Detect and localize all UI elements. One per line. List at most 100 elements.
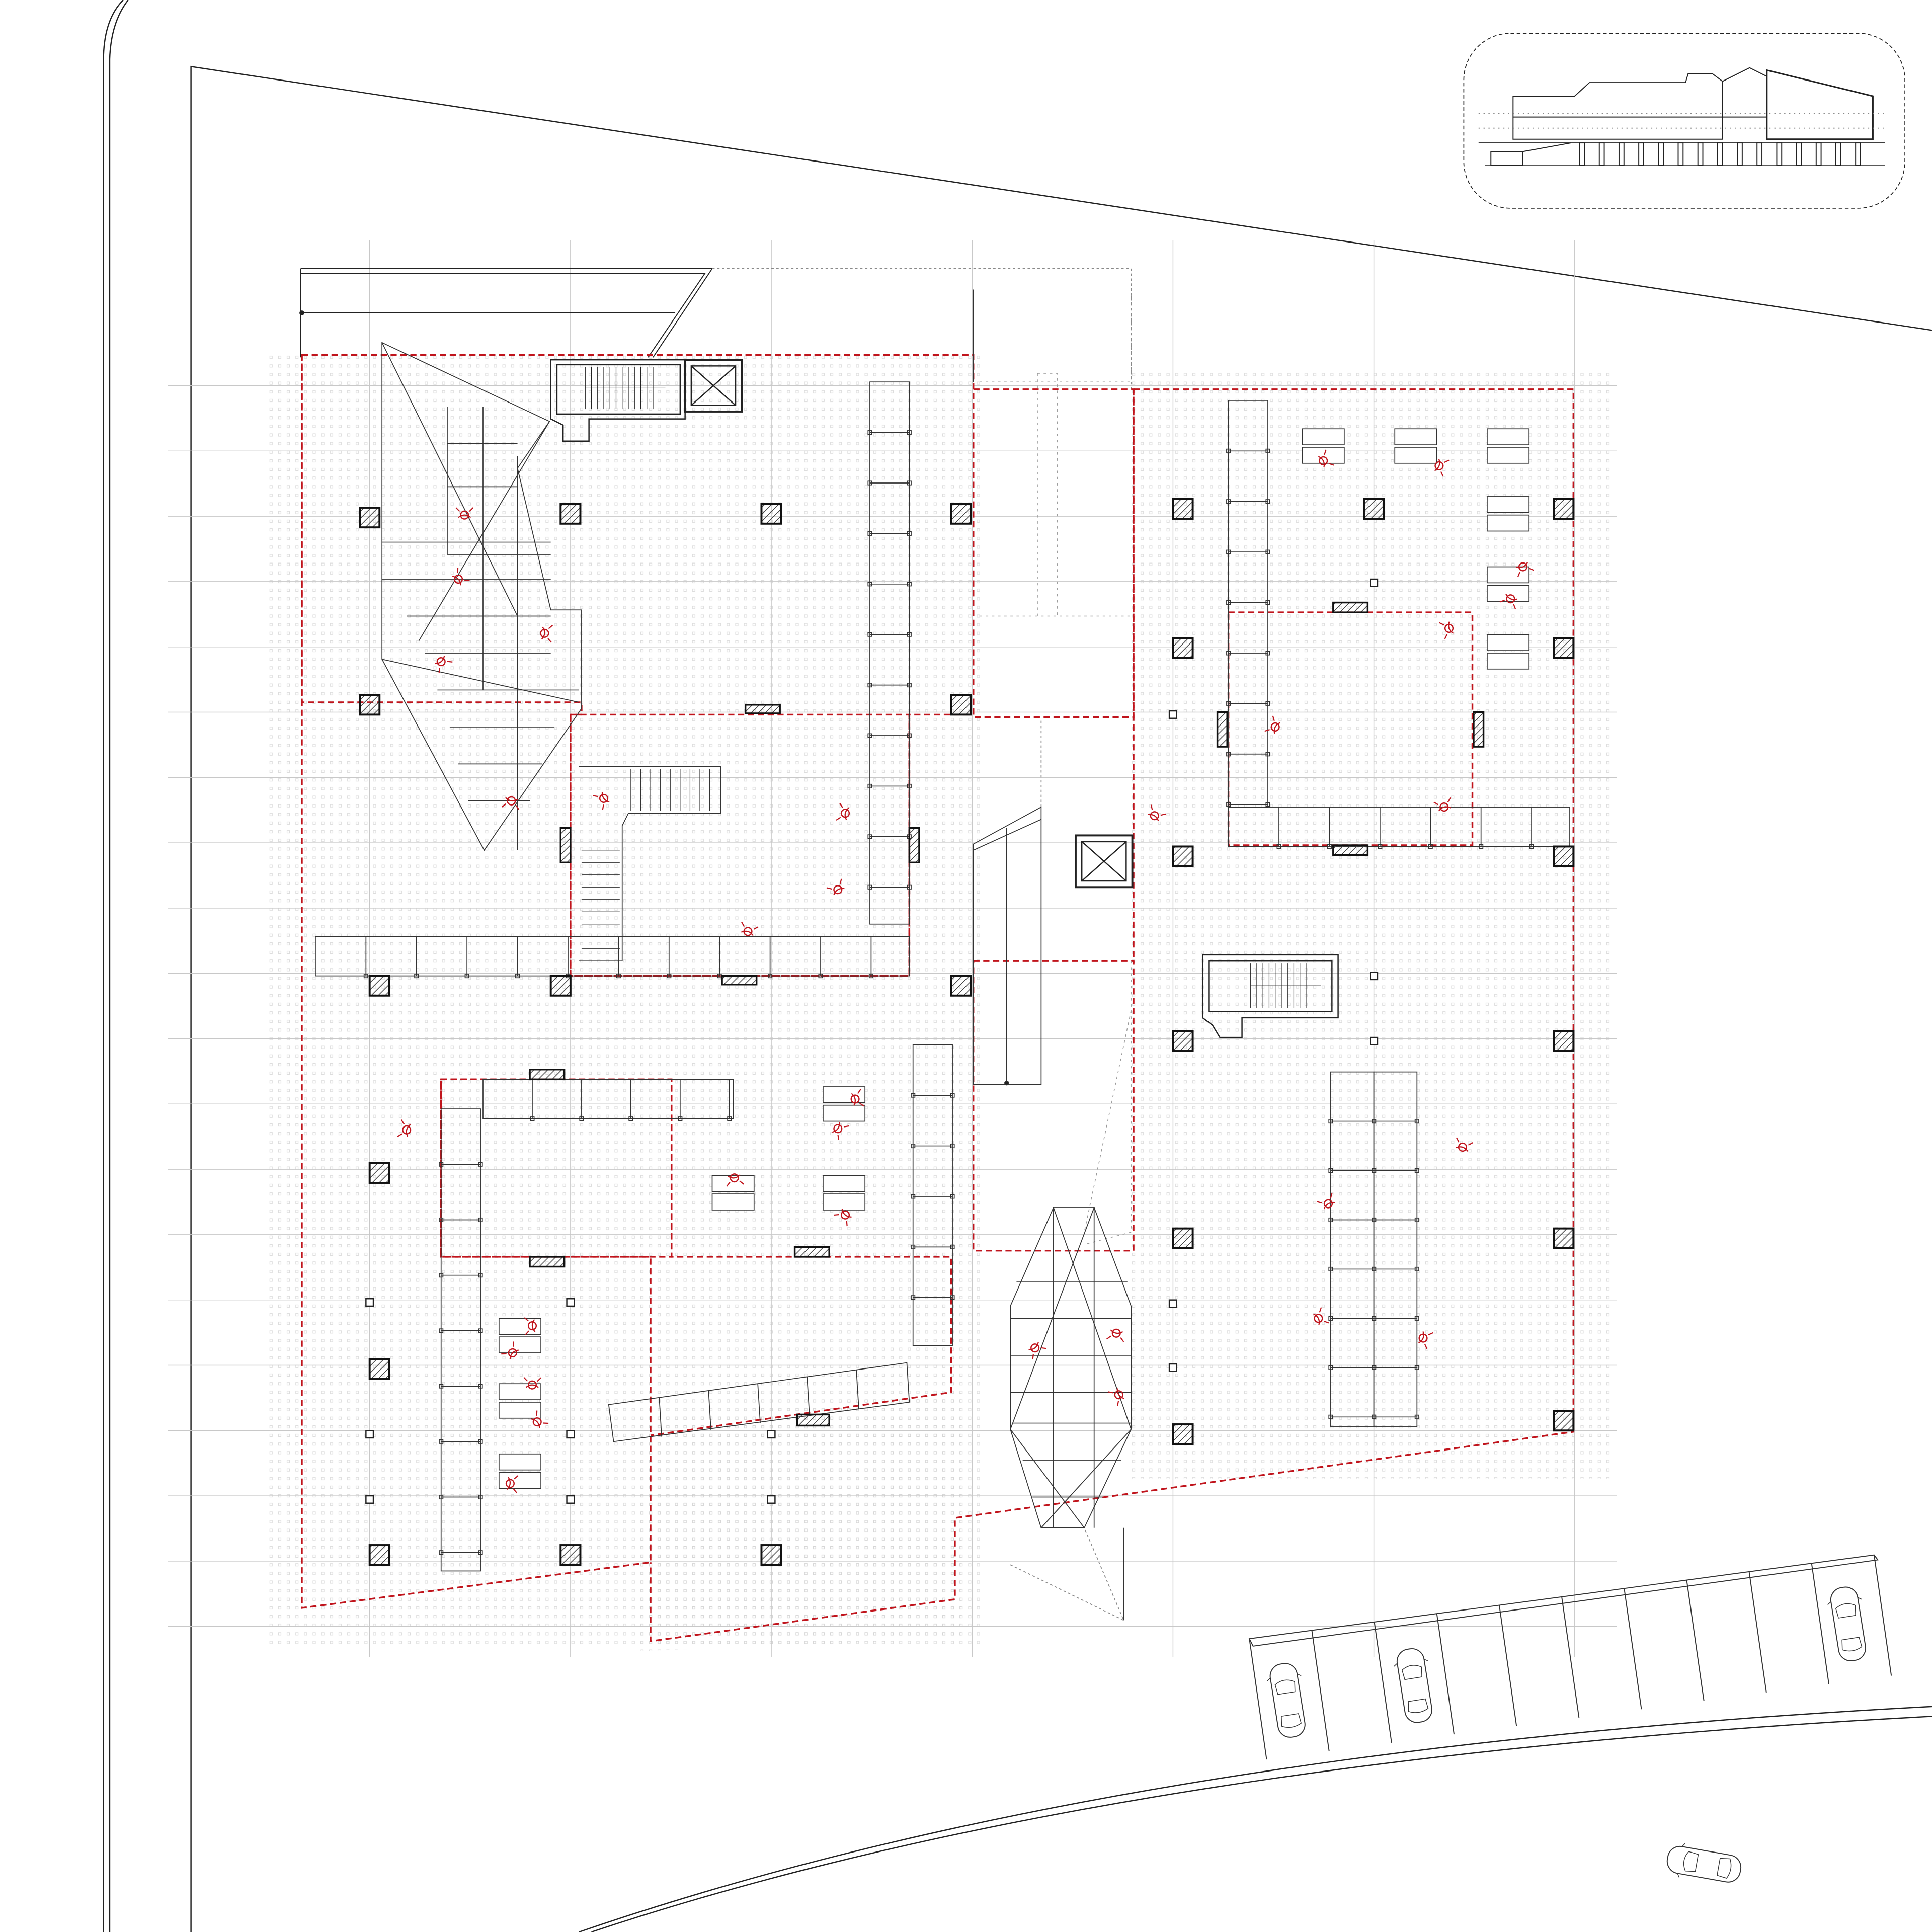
partition-node (1372, 1316, 1377, 1321)
partition-node (1226, 651, 1231, 656)
partition-node (439, 1384, 444, 1389)
partition-strip (315, 936, 910, 977)
partition-node (439, 1162, 444, 1167)
partition-node (907, 582, 912, 587)
partition-node (1226, 600, 1231, 605)
partition-tick (856, 1370, 859, 1409)
partition-node (1226, 752, 1231, 757)
partition-node (907, 480, 912, 486)
column (950, 975, 972, 997)
partition-node (1529, 844, 1534, 849)
partition-node (768, 974, 773, 979)
partition-node (1372, 1414, 1377, 1419)
wall-bar (1473, 711, 1485, 748)
partition-node (1226, 802, 1231, 807)
column (1553, 1030, 1575, 1052)
elevator-central (1075, 834, 1134, 889)
partition-node (439, 1550, 444, 1555)
parking-bay-line (1811, 1563, 1829, 1684)
partition-node (867, 430, 872, 435)
partition-node (1265, 651, 1270, 656)
zone-northeast (650, 388, 1575, 1643)
inset-pier (1815, 142, 1822, 166)
inset-pier (1717, 142, 1723, 166)
partition-node (1265, 802, 1270, 807)
parking-bay-line (1748, 1571, 1767, 1693)
table (1487, 653, 1530, 670)
partition-node (363, 974, 368, 979)
post (1370, 972, 1379, 981)
column (1553, 1410, 1575, 1432)
partition-node (478, 1162, 483, 1167)
wall-bar (1332, 601, 1369, 613)
zone-south-central (570, 713, 911, 977)
columns (359, 498, 1575, 1566)
partition-node (867, 884, 872, 890)
partition-strip (912, 1044, 953, 1346)
inset-pier (1776, 142, 1783, 166)
partition-node (911, 1244, 916, 1249)
table (1487, 585, 1530, 602)
stair-east (1201, 954, 1339, 1038)
partition-node (867, 531, 872, 536)
partition-node (439, 1328, 444, 1333)
table (1487, 514, 1530, 532)
partition-node (1414, 1168, 1419, 1173)
table (498, 1453, 541, 1471)
partition-node (1328, 1168, 1333, 1173)
partition-node (628, 1116, 633, 1121)
table (1487, 634, 1530, 651)
partition-node (907, 783, 912, 788)
tables (498, 428, 1530, 1489)
person (1107, 1385, 1128, 1407)
partition-strip (1228, 807, 1570, 847)
column (549, 975, 572, 997)
column (359, 694, 381, 716)
partition-node (1414, 1266, 1419, 1271)
column (1553, 498, 1575, 520)
partition-node (478, 1384, 483, 1389)
central-shaft-dots (979, 373, 1132, 1245)
partition-node (867, 733, 872, 738)
partition-node (911, 1194, 916, 1199)
column (1553, 637, 1575, 659)
partition-node (1372, 1266, 1377, 1271)
partition-node (1276, 844, 1281, 849)
partition-node (1328, 1365, 1333, 1370)
partition-node (1479, 844, 1484, 849)
parking-bay-line (1561, 1596, 1580, 1718)
partition-strips (315, 381, 1570, 1572)
table (1394, 428, 1437, 445)
table (498, 1383, 541, 1400)
column (1172, 498, 1194, 520)
partition-node (1265, 549, 1270, 554)
inset-pier (1756, 142, 1763, 166)
column (1553, 1227, 1575, 1249)
partition-node (1372, 1217, 1377, 1223)
partition-tick (659, 1397, 662, 1437)
partition-node (1226, 549, 1231, 554)
inset-pier (1658, 142, 1664, 166)
elevator-north (684, 359, 743, 413)
column (950, 694, 972, 716)
column (559, 503, 582, 525)
partition-node (1265, 752, 1270, 757)
column (1172, 1030, 1194, 1052)
table (823, 1086, 866, 1103)
column (368, 1544, 390, 1566)
table (711, 1193, 755, 1211)
wall-bar (796, 1413, 830, 1427)
parking-bay-line (1249, 1639, 1267, 1760)
parking-bay-line (1686, 1580, 1705, 1701)
partition-node (950, 1194, 955, 1199)
wall-bar (559, 827, 572, 863)
post (566, 1430, 575, 1439)
person (1106, 1327, 1126, 1343)
parking-bay-line (1311, 1630, 1330, 1751)
partition-node (950, 1093, 955, 1098)
partition-node (414, 974, 419, 979)
north-canopy (299, 268, 1132, 389)
table (498, 1402, 541, 1419)
partition-node (907, 733, 912, 738)
partition-node (1226, 448, 1231, 453)
